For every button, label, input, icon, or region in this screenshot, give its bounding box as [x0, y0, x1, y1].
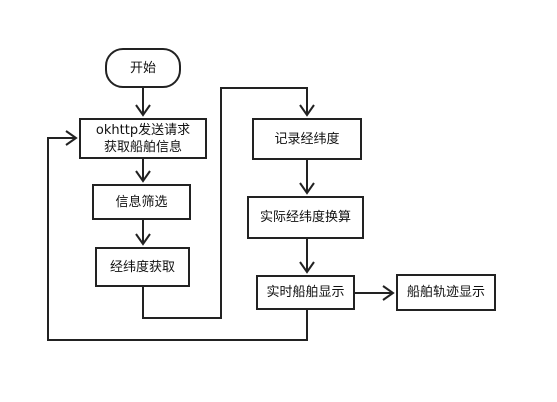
node-get-coordinates: 经纬度获取: [95, 247, 190, 287]
node-realtime-display-label: 实时船舶显示: [266, 285, 345, 300]
node-get-coordinates-label: 经纬度获取: [109, 259, 175, 275]
arrowhead-get-to-record: [299, 104, 315, 117]
node-info-filter: 信息筛选: [92, 184, 191, 220]
arrowhead-start-to-request: [135, 104, 151, 117]
arrowhead-request-to-filter: [135, 170, 151, 183]
edge-get-to-record: [142, 87, 308, 319]
node-okhttp-request: okhttp发送请求 获取船舶信息: [79, 118, 207, 159]
arrowhead-record-to-convert: [299, 182, 315, 195]
arrowhead-convert-to-display: [299, 261, 315, 274]
node-info-filter-label: 信息筛选: [115, 194, 168, 210]
arrowhead-display-to-track: [382, 285, 395, 301]
node-realtime-display: 实时船舶显示: [256, 275, 355, 310]
edge-display-to-request: [47, 137, 308, 341]
node-record-coordinates-label: 记录经纬度: [274, 131, 340, 147]
node-start-label: 开始: [129, 60, 156, 76]
node-record-coordinates: 记录经纬度: [252, 118, 362, 160]
arrowhead-filter-to-get: [135, 233, 151, 246]
node-convert-coordinates-label: 实际经纬度换算: [259, 210, 351, 225]
node-okhttp-request-label: okhttp发送请求 获取船舶信息: [95, 122, 191, 155]
arrowhead-display-to-request: [65, 130, 78, 146]
node-track-display: 船舶轨迹显示: [396, 274, 496, 311]
node-track-display-label: 船舶轨迹显示: [406, 285, 485, 300]
node-convert-coordinates: 实际经纬度换算: [247, 196, 364, 239]
node-start: 开始: [105, 48, 181, 88]
